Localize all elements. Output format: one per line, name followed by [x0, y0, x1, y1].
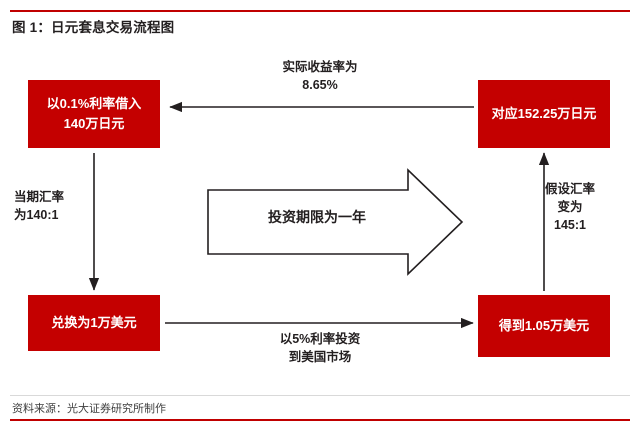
source-text: 资料来源：光大证券研究所制作 [12, 402, 166, 415]
page-title: 图 1：日元套息交易流程图 [12, 20, 175, 35]
node-bottom-left: 兑换为1万美元 [28, 295, 160, 351]
diagram-arrows [88, 101, 550, 329]
diagram-canvas: 以0.1%利率借入140万日元 对应152.25万日元 兑换为1万美元 得到1.… [0, 40, 640, 395]
node-top-right-label: 对应152.25万日元 [491, 105, 597, 121]
node-bottom-left-label: 兑换为1万美元 [51, 314, 137, 330]
edge-label-top: 实际收益率为 8.65% [282, 60, 358, 93]
node-bottom-right: 得到1.05万美元 [478, 295, 610, 357]
figure-source-bar: 资料来源：光大证券研究所制作 [10, 395, 630, 421]
center-banner-label: 投资期限为一年 [268, 209, 366, 225]
edge-label-bottom: 以5%利率投资 到美国市场 [279, 332, 361, 365]
edge-label-right: 假设汇率 变为 145:1 [544, 182, 595, 233]
edge-label-left: 当期汇率 为140:1 [14, 190, 65, 223]
node-top-right: 对应152.25万日元 [478, 80, 610, 148]
node-top-left-label: 以0.1%利率借入140万日元 [46, 95, 142, 131]
figure-title-bar: 图 1：日元套息交易流程图 [10, 10, 630, 40]
node-top-left: 以0.1%利率借入140万日元 [28, 80, 160, 148]
node-bottom-right-label: 得到1.05万美元 [498, 317, 590, 333]
